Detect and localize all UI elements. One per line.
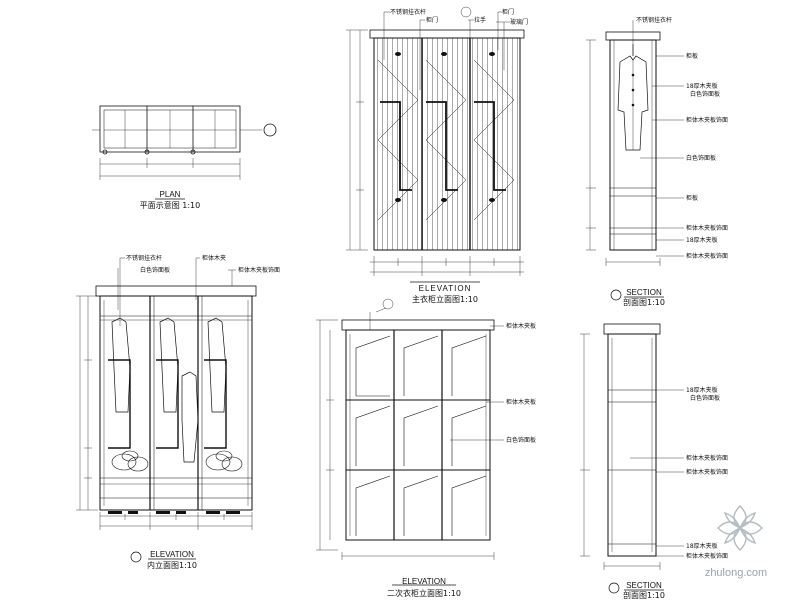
side-section-bottom (580, 323, 684, 594)
interior-caption-tag: ELEVATION (150, 550, 194, 559)
section-bot-label-3: 柜体木夹板饰面 (686, 454, 728, 462)
section-top-label-3: 18厚木夹板 (686, 82, 718, 90)
section-top-label-4: 白色饰面板 (690, 90, 720, 98)
section-top-label-6: 白色饰面板 (686, 154, 716, 162)
section-bot-label-4: 柜体木夹板饰面 (686, 468, 728, 476)
section-bot-caption-tag: SECTION (626, 581, 662, 590)
main-elev-caption-tag: ELEVATION (419, 284, 472, 293)
main-elev-label-4: 柜门 (502, 8, 514, 16)
section-top-label-5: 柜体木夹板饰面 (686, 116, 728, 124)
main-elev-label-2: 柜门 (426, 16, 438, 24)
section-top-label-1: 不锈钢挂衣杆 (636, 16, 672, 24)
watermark-text: zhulong.com (705, 567, 767, 579)
plan-view (92, 105, 277, 200)
section-top-label-9: 18厚木夹板 (686, 236, 718, 244)
section-bot-label-6: 柜体木夹板饰面 (686, 552, 728, 560)
second-elev-caption-title: 二次衣柜立面图1:10 (387, 588, 461, 598)
main-elev-caption-title: 主衣柜立面图1:10 (412, 294, 478, 304)
section-top-label-8: 柜体木夹板饰面 (686, 224, 728, 232)
section-bot-label-5: 18厚木夹板 (686, 542, 718, 550)
interior-elevation (76, 257, 257, 563)
section-top-label-7: 柜板 (686, 194, 698, 202)
second-elev-label-2: 柜体木夹板 (506, 398, 536, 406)
section-bot-label-2: 白色饰面板 (690, 394, 720, 402)
zhulong-logo-icon (717, 505, 763, 551)
interior-label-4: 柜体木夹板饰面 (238, 266, 280, 274)
second-elev-label-3: 白色饰面板 (506, 436, 536, 444)
section-top-caption-title: 剖面图1:10 (623, 297, 665, 307)
section-top-label-2: 柜板 (686, 52, 698, 60)
main-elev-label-5: 玻璃门 (510, 18, 528, 26)
section-bot-label-1: 18厚木夹板 (686, 386, 718, 394)
interior-base-band (108, 511, 240, 514)
main-elev-label-3: 拉手 (474, 16, 486, 24)
interior-label-1: 不锈钢挂衣杆 (126, 254, 162, 262)
plan-caption-title: 平面示意图 1:10 (140, 200, 201, 210)
section-top-caption-tag: SECTION (626, 288, 662, 297)
second-elev-caption-tag: ELEVATION (402, 577, 446, 586)
second-elev-label-1: 柜体木夹板 (506, 322, 536, 330)
main-wardrobe-elevation (346, 6, 525, 283)
plan-caption-tag: PLAN (160, 190, 181, 199)
interior-label-2: 白色饰面板 (140, 266, 170, 274)
section-top-label-10: 柜体木夹板饰面 (686, 252, 728, 260)
side-section-top (586, 20, 684, 301)
section-bot-caption-title: 剖面图1:10 (623, 590, 665, 600)
main-elev-label-1: 不锈钢挂衣杆 (390, 8, 426, 16)
interior-caption-title: 内立面图1:10 (147, 560, 197, 570)
interior-label-3: 柜体木夹 (202, 254, 226, 262)
second-wardrobe-elevation (316, 298, 504, 586)
